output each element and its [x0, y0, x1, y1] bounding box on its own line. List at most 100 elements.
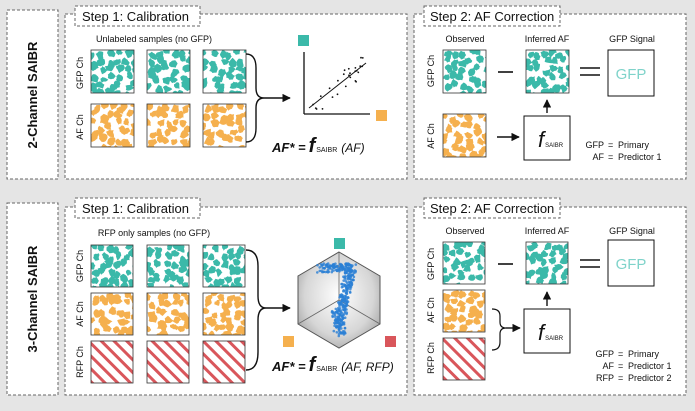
gfp-channel-tile: [442, 49, 487, 94]
row1-cor-gfp-ch-label: GFP Ch: [426, 55, 436, 87]
scatter-point: [312, 103, 314, 106]
cloud-point: [337, 332, 341, 336]
row1-label-box: [6, 9, 59, 180]
row2-cor-af-ch-label: AF Ch: [426, 297, 436, 323]
cloud-point: [335, 269, 339, 273]
cloud-point: [340, 301, 344, 305]
cloud-point: [331, 310, 335, 314]
row1-legend-val-1: Predictor 1: [618, 152, 662, 162]
row1-correction-title-box: [423, 5, 561, 27]
row1-f-symbol: f: [538, 127, 547, 152]
row1-f-saibr: fSAIBR: [538, 127, 564, 152]
cloud-point: [340, 282, 344, 286]
cloud-point: [330, 270, 334, 274]
cloud-point: [354, 263, 358, 266]
row2-f-symbol: f: [538, 320, 547, 345]
row2-eq-arg: (AF, RFP): [341, 360, 393, 374]
af-channel-tile: [202, 103, 247, 148]
row2-f-saibr-box: [523, 308, 571, 354]
cloud-point: [324, 265, 328, 268]
cloud-point: [340, 294, 343, 298]
row2-cal-rfp-ch-label: RFP Ch: [75, 346, 85, 378]
scatter-point: [336, 93, 339, 96]
scatter-point: [328, 87, 331, 90]
row1-calibration-title-box: [74, 5, 201, 27]
cloud-point: [332, 329, 336, 333]
row2-3d-af-square: [283, 336, 294, 347]
row1-legend-eq-1: =: [608, 152, 613, 162]
cloud-point: [339, 324, 343, 327]
row2-equation: AF* =fSAIBR(AF, RFP): [271, 354, 394, 376]
cloud-point: [335, 331, 339, 334]
cloud-point: [322, 266, 326, 270]
cloud-point: [340, 319, 343, 323]
scatter-point: [347, 67, 350, 70]
row1-calibration-subtitle: Unlabeled samples (no GFP): [96, 34, 212, 44]
row2-eq-lhs: AF* =: [271, 359, 306, 374]
cloud-point: [341, 296, 345, 300]
cloud-point: [334, 262, 337, 266]
row2-3d-point-cloud: [316, 262, 358, 338]
cloud-point: [316, 263, 319, 267]
row2-legend-val-0: Primary: [628, 349, 659, 359]
row1-cor-af-ch-label: AF Ch: [426, 123, 436, 149]
row2-3d-gfp-square: [334, 238, 345, 249]
row1-cal-af-ch-label: AF Ch: [75, 114, 85, 140]
scatter-point: [342, 73, 345, 76]
cloud-point: [343, 330, 346, 333]
row1-col-inferred: Inferred AF: [525, 34, 570, 44]
cloud-point: [342, 279, 346, 282]
cloud-point: [338, 330, 341, 333]
cloud-point: [316, 271, 319, 274]
row1-scatter-plot: [298, 35, 387, 121]
row1-scatter-af-square: [376, 110, 387, 121]
row1-correction-tiles: [442, 49, 570, 158]
cloud-point: [345, 302, 349, 306]
row1-col-signal: GFP Signal: [609, 34, 655, 44]
scatter-point: [343, 69, 346, 72]
cloud-point: [335, 310, 338, 314]
scatter-point: [331, 96, 334, 98]
cloud-point: [344, 283, 347, 287]
row2-legend-val-2: Predictor 2: [628, 373, 672, 383]
row2-correction-title: Step 2: AF Correction: [430, 201, 554, 216]
cloud-point: [343, 311, 347, 315]
cloud-point: [349, 267, 352, 271]
cloud-point: [337, 327, 341, 331]
rfp-channel-tile: [90, 340, 134, 384]
row1-legend: GFP = Primary AF = Predictor 1: [585, 140, 661, 162]
row1-f-saibr-box: [523, 115, 571, 161]
scatter-point: [361, 65, 364, 68]
row2-f-saibr: fSAIBR: [538, 320, 564, 345]
scatter-point: [349, 72, 351, 75]
scatter-point: [355, 80, 357, 83]
row1-eq-lhs: AF* =: [271, 140, 306, 155]
cloud-point: [336, 319, 340, 323]
row2-gfp-signal-box: [607, 239, 655, 287]
row2-3d-axis-left: [297, 299, 340, 325]
row2-correction-title-box: [423, 197, 561, 219]
cloud-point: [342, 304, 346, 307]
cloud-point: [342, 290, 345, 293]
scatter-point: [315, 108, 318, 110]
row1-col-observed: Observed: [445, 34, 484, 44]
row2-legend-key-0: GFP: [595, 349, 614, 359]
rfp-channel-tile: [442, 337, 486, 381]
row1-equation: AF* =fSAIBR(AF): [271, 135, 365, 157]
scatter-point: [354, 67, 357, 69]
cloud-point: [336, 301, 340, 304]
row2-legend-key-1: AF: [602, 361, 614, 371]
cloud-point: [340, 263, 344, 267]
row1-gfp-signal-text: GFP: [616, 66, 647, 83]
cloud-point: [344, 272, 347, 275]
row2-calibration-subtitle: RFP only samples (no GFP): [98, 228, 210, 238]
row2-correction-tiles: [442, 241, 569, 381]
gfp-channel-tile: [525, 49, 570, 94]
cloud-point: [345, 299, 349, 303]
cloud-point: [346, 269, 349, 272]
row2-cal-gfp-ch-label: GFP Ch: [75, 250, 85, 282]
cloud-point: [341, 265, 345, 269]
cloud-point: [351, 270, 355, 273]
scatter-point: [349, 76, 352, 79]
